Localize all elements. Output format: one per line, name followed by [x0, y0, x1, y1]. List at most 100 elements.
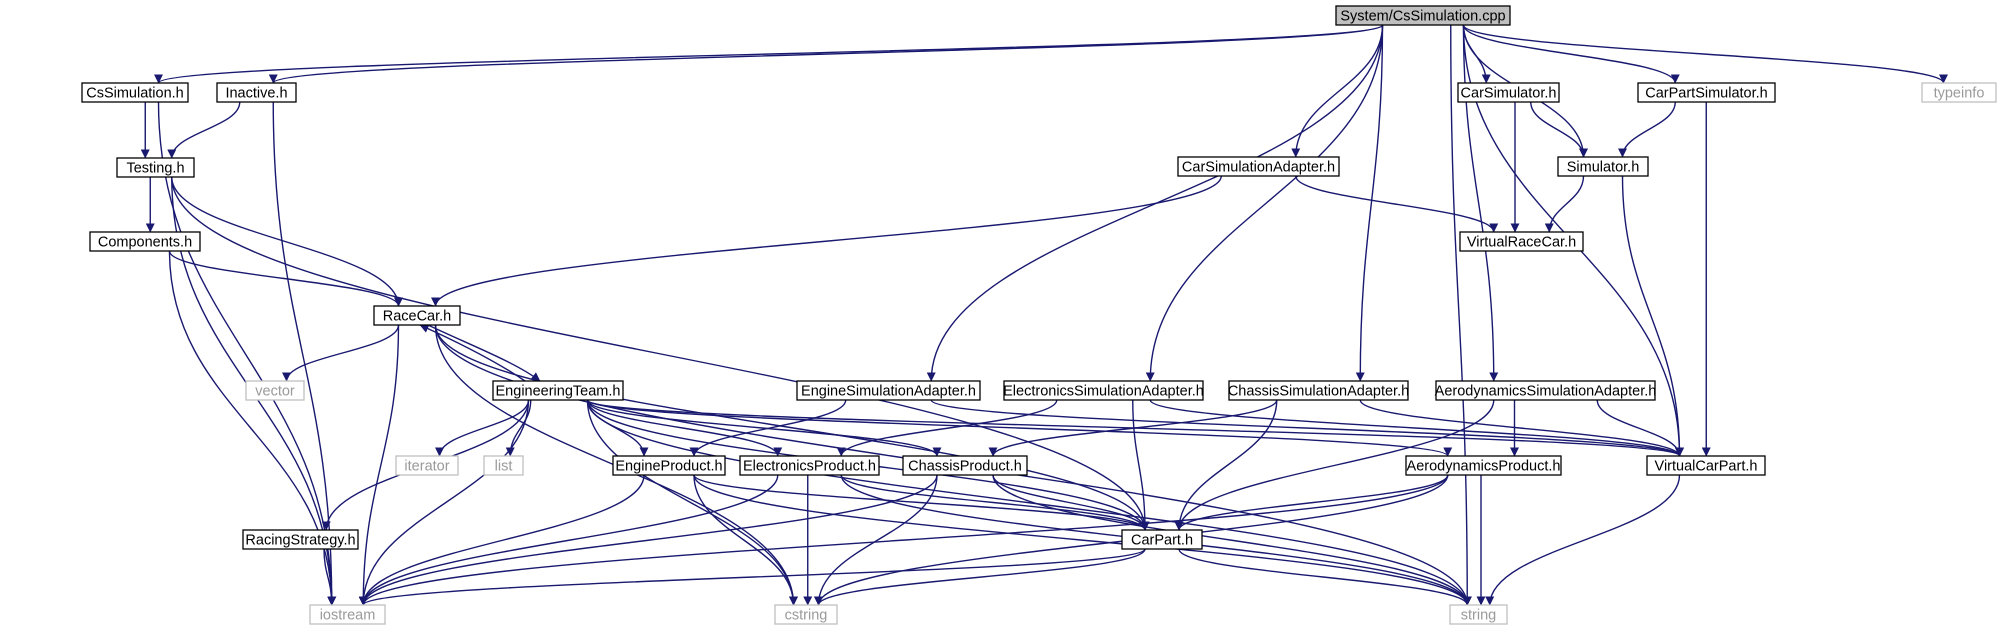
node-label: CarPart.h	[1131, 533, 1193, 549]
node-iterator: iterator	[395, 455, 459, 476]
node-components[interactable]: Components.h	[89, 231, 201, 252]
node-box	[1921, 82, 1997, 103]
node-box	[483, 455, 524, 476]
edge-root-to-string	[1450, 24, 1472, 606]
edge-components-to-iostream	[168, 250, 337, 606]
node-chassisadapter[interactable]: ChassisSimulationAdapter.h	[1228, 380, 1409, 401]
node-carsim[interactable]: CarSimulator.h	[1457, 82, 1560, 103]
node-box	[1459, 231, 1584, 252]
node-box	[216, 82, 297, 103]
node-root[interactable]: System/CsSimulation.cpp	[1335, 5, 1511, 26]
node-racecar[interactable]: RaceCar.h	[373, 305, 461, 326]
node-label: Testing.h	[126, 161, 184, 177]
edge-engineadapter-to-engineprod	[689, 399, 847, 457]
node-box	[1003, 380, 1204, 401]
edge-engteam-to-iterator	[435, 399, 530, 457]
node-box	[492, 380, 624, 401]
node-label: EngineSimulationAdapter.h	[801, 384, 976, 400]
node-label: cstring	[785, 608, 828, 624]
edge-carsimadapter-to-virtualracecar	[1295, 175, 1499, 233]
node-cstring: cstring	[774, 604, 838, 625]
node-box	[245, 380, 305, 401]
node-inactive[interactable]: Inactive.h	[216, 82, 297, 103]
node-box	[89, 231, 201, 252]
edge-engineprod-to-carpart	[693, 474, 1150, 531]
node-carsimadapter[interactable]: CarSimulationAdapter.h	[1177, 156, 1340, 177]
edge-root-to-elecadapter	[1145, 24, 1384, 382]
node-box	[116, 157, 195, 178]
edge-testing-to-carpart	[171, 176, 1150, 531]
node-box	[395, 455, 459, 476]
edge-engteam-to-iostream	[358, 399, 530, 606]
node-box	[1335, 5, 1511, 26]
node-virtualracecar[interactable]: VirtualRaceCar.h	[1459, 231, 1584, 252]
node-engineadapter[interactable]: EngineSimulationAdapter.h	[796, 380, 981, 401]
node-box	[81, 82, 189, 103]
node-box	[1228, 380, 1409, 401]
node-box	[774, 604, 838, 625]
node-label: AerodynamicsSimulationAdapter.h	[1435, 384, 1657, 400]
node-label: System/CsSimulation.cpp	[1340, 9, 1505, 25]
edge-engineadapter-to-virtualcarpart	[930, 399, 1684, 457]
edge-chassisprod-to-cstring	[814, 474, 938, 606]
edge-engteam-to-cstring	[586, 399, 798, 606]
node-virtualcarpart[interactable]: VirtualCarPart.h	[1646, 455, 1766, 476]
node-aeroprod[interactable]: AerodynamicsProduct.h	[1405, 455, 1562, 476]
edge-engteam-to-string	[586, 399, 1472, 606]
edge-root-to-aeroadapter	[1462, 24, 1499, 382]
node-carpartsim[interactable]: CarPartSimulator.h	[1637, 82, 1776, 103]
edge-engineprod-to-string	[693, 474, 1472, 606]
edge-engteam-to-chassisprod	[586, 399, 942, 457]
edge-simulator-to-virtualcarpart	[1621, 175, 1684, 457]
edge-chassisadapter-to-virtualcarpart	[1359, 399, 1684, 457]
node-testing[interactable]: Testing.h	[116, 157, 195, 178]
node-box	[1637, 82, 1776, 103]
node-simulator[interactable]: Simulator.h	[1557, 156, 1649, 177]
node-vector: vector	[245, 380, 305, 401]
edge-racecar-to-iostream	[358, 324, 400, 606]
node-label: CarSimulator.h	[1461, 86, 1557, 102]
node-label: RaceCar.h	[383, 309, 452, 325]
edge-root-to-typeinfo	[1462, 24, 1948, 84]
node-cssim[interactable]: CsSimulation.h	[81, 82, 189, 103]
node-label: string	[1461, 608, 1496, 624]
edge-chassisprod-to-string	[992, 474, 1472, 606]
node-elecadapter[interactable]: ElectronicsSimulationAdapter.h	[1003, 380, 1204, 401]
edge-racing-to-iostream	[323, 548, 337, 606]
edge-aeroprod-to-carpart	[1174, 474, 1449, 531]
edge-root-to-carsimadapter	[1291, 24, 1384, 158]
node-string: string	[1449, 604, 1508, 625]
node-engteam[interactable]: EngineeringTeam.h	[492, 380, 624, 401]
node-box	[1457, 82, 1560, 103]
edge-aeroadapter-to-virtualcarpart	[1596, 399, 1684, 457]
node-label: iostream	[320, 608, 376, 624]
edge-testing-to-racecar	[171, 176, 403, 307]
node-label: VirtualRaceCar.h	[1467, 235, 1576, 251]
node-racing[interactable]: RacingStrategy.h	[242, 529, 359, 550]
edge-chassisprod-to-carpart	[992, 474, 1150, 531]
edge-aeroprod-to-iostream	[358, 474, 1449, 606]
node-carpart[interactable]: CarPart.h	[1121, 529, 1203, 550]
node-label: CarSimulationAdapter.h	[1182, 160, 1335, 176]
node-elecprod[interactable]: ElectronicsProduct.h	[739, 455, 880, 476]
edge-inactive-to-testing	[167, 101, 241, 159]
edge-aeroadapter-to-carpart	[1174, 399, 1495, 531]
node-aeroadapter[interactable]: AerodynamicsSimulationAdapter.h	[1435, 380, 1657, 401]
node-box	[1435, 380, 1656, 401]
node-label: vector	[255, 384, 295, 400]
edge-elecadapter-to-virtualcarpart	[1149, 399, 1684, 457]
edge-simulator-to-virtualracecar	[1544, 175, 1585, 233]
node-box	[309, 604, 386, 625]
node-box	[373, 305, 461, 326]
edge-root-to-carpartsim	[1462, 24, 1680, 84]
node-label: list	[495, 459, 513, 475]
edge-engteam-to-aeroprod	[586, 399, 1452, 457]
node-chassisprod[interactable]: ChassisProduct.h	[902, 455, 1028, 476]
edge-racecar-to-carpart	[434, 324, 1150, 531]
edge-carsim-to-simulator	[1530, 101, 1588, 158]
edge-engineprod-to-iostream	[358, 474, 645, 606]
edge-chassisprod-to-iostream	[358, 474, 938, 606]
node-engineprod[interactable]: EngineProduct.h	[612, 455, 726, 476]
node-box	[1449, 604, 1508, 625]
